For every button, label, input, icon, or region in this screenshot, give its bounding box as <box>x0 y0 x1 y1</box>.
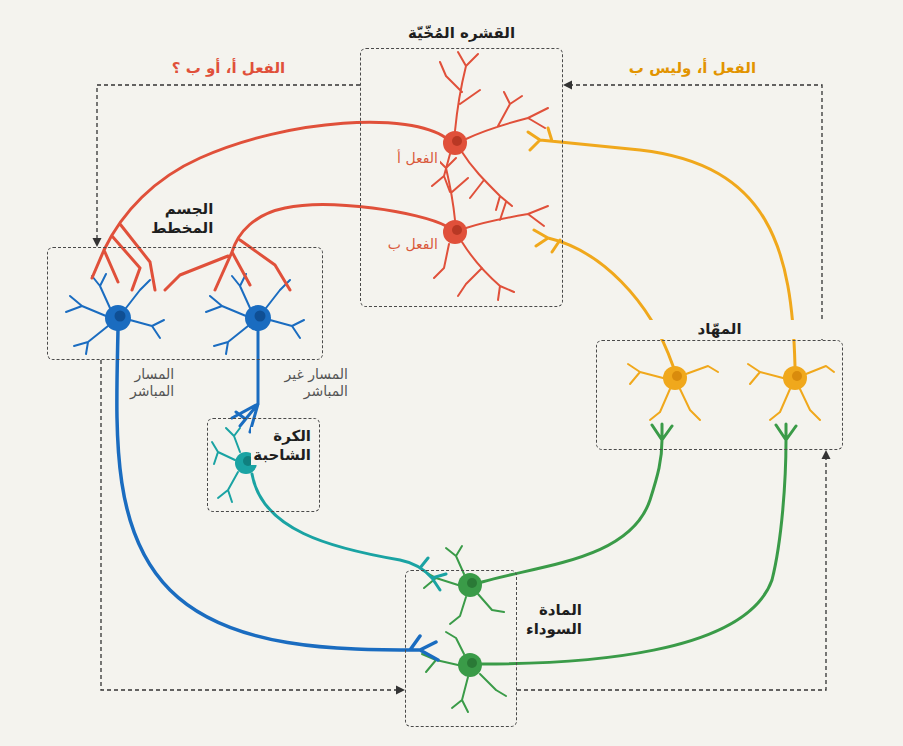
cortex-neuron <box>92 122 446 290</box>
thalamus-neuron <box>663 366 687 390</box>
thalamus-neuron <box>792 371 802 381</box>
pallidus-neuron <box>212 428 446 590</box>
arrow-head <box>563 81 572 90</box>
striatum-neuron <box>232 330 258 432</box>
striatum-neuron <box>115 311 126 322</box>
pathway-label: المسار المباشر <box>128 366 176 400</box>
nigra-neuron <box>422 546 504 624</box>
region-title: الكرة الشاحبة <box>251 427 313 465</box>
cortex-neuron <box>434 158 548 300</box>
striatum-neuron <box>117 330 438 660</box>
nigra-neuron <box>458 573 482 597</box>
connector-line <box>97 85 360 239</box>
region-title: القشره المُخّيّة <box>361 24 562 43</box>
nigra-neuron <box>458 653 482 677</box>
dashed-connector <box>93 85 361 247</box>
cortex-region: القشره المُخّيّة <box>360 48 563 307</box>
thalamus-neuron <box>528 128 834 420</box>
nigra-neuron <box>482 424 672 582</box>
nigra-neuron <box>422 424 796 712</box>
connector-line <box>101 360 397 690</box>
striatum-neuron <box>105 305 131 331</box>
cortex-neuron <box>443 131 467 155</box>
striatum-region: الجسم المخطط <box>47 247 323 360</box>
arrow-head <box>93 238 102 247</box>
nigra-neuron <box>467 658 477 668</box>
cortex-neuron <box>92 52 548 300</box>
cortex-neuron <box>452 225 462 235</box>
striatum-neuron <box>66 274 438 660</box>
thalamus-neuron <box>672 371 682 381</box>
dashed-connector <box>517 450 831 690</box>
nigra-region: المادة السوداء <box>405 570 517 727</box>
dashed-connector <box>101 360 405 695</box>
striatum-neuron <box>245 305 271 331</box>
thalamus-neuron <box>534 230 673 366</box>
nigra-neuron <box>467 578 477 588</box>
thalamus-neuron <box>748 364 834 420</box>
pallidus-neuron <box>252 474 446 590</box>
thalamus-region: المهّاد <box>596 340 843 450</box>
connector-line <box>571 85 822 340</box>
action-label: الفعل أ <box>395 150 440 167</box>
dashed-connector <box>563 81 822 341</box>
connector-line <box>517 458 826 690</box>
cortex-neuron <box>443 220 467 244</box>
action-label: الفعل ب <box>386 236 440 253</box>
edge-label: الفعل أ، أو ب ؟ <box>170 60 287 77</box>
thalamus-neuron <box>628 364 718 420</box>
cortex-neuron <box>452 136 462 146</box>
region-title: المهّاد <box>597 320 842 339</box>
region-title: الجسم المخطط <box>149 200 215 238</box>
arrow-head <box>822 450 831 459</box>
region-title: المادة السوداء <box>524 601 584 639</box>
striatum-neuron <box>255 311 266 322</box>
edge-label: الفعل أ، وليس ب <box>627 60 758 77</box>
nigra-neuron <box>482 424 796 664</box>
pallidus-region: الكرة الشاحبة <box>207 418 320 512</box>
thalamus-neuron <box>783 366 807 390</box>
pathway-label: المسار غير المباشر <box>266 366 350 400</box>
arrow-head <box>396 686 405 695</box>
striatum-neuron <box>66 274 164 354</box>
